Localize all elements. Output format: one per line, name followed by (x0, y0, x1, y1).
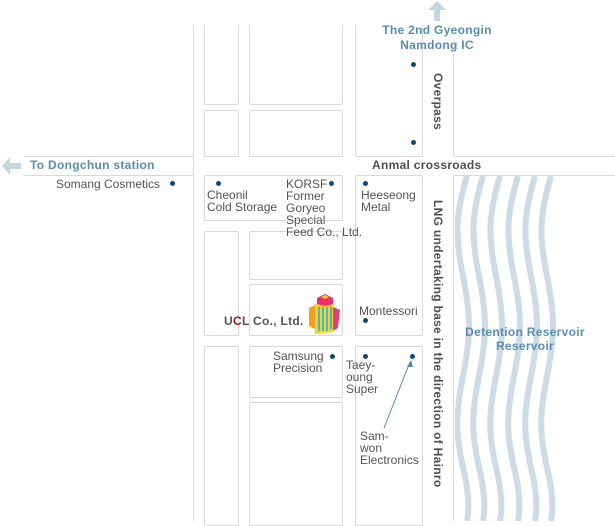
reservoir-wave (470, 176, 488, 521)
cheonil-label: Cheonil Cold Storage (207, 189, 277, 213)
taeyoung-line1: Taey- (346, 358, 376, 372)
location-dot-korsf (329, 181, 334, 186)
block-heeseong-montessori (355, 175, 423, 336)
korsf-line3: Goryeo (286, 201, 326, 215)
arrow-up-icon (428, 1, 446, 21)
samwon-line1: Sam- (360, 429, 389, 443)
reservoir-label-line2: Reservoir (495, 339, 555, 353)
location-dot-somang (170, 181, 175, 186)
montessori-label: Montessori (359, 304, 418, 318)
somang-cosmetics-label: Somang Cosmetics (56, 177, 161, 191)
block-taeyoung-samwon (355, 346, 423, 526)
road-edge-east-vertical-bottom (453, 175, 454, 521)
location-dot (411, 62, 416, 67)
heeseong-line1: Heeseong (361, 188, 416, 202)
ucl-prefix: U (224, 314, 233, 328)
arrow-left-icon (2, 157, 21, 175)
taeyoung-super-label: Taey- oung Super (346, 359, 378, 395)
taeyoung-line2: oung (346, 370, 373, 384)
location-dot-taeyoung (363, 354, 368, 359)
direction-north-label: The 2nd Gyeongin Namdong IC (372, 23, 502, 53)
korsf-line4: Special (286, 213, 326, 227)
cheonil-line1: Cheonil (207, 188, 248, 202)
detention-reservoir-waves (455, 176, 556, 521)
reservoir-wave (455, 176, 472, 521)
korsf-line5: Feed Co., Ltd. (286, 225, 363, 239)
road-edge-south-right (453, 175, 615, 176)
samwon-line2: won (360, 441, 383, 455)
reservoir-wave (538, 176, 556, 521)
heeseong-line2: Metal (361, 200, 391, 214)
block (249, 402, 343, 526)
block-samsung (249, 346, 343, 398)
location-dot-cheonil (216, 181, 221, 186)
reservoir-label: Detention Reservoir Reservoir (455, 325, 595, 353)
anmal-crossroads-label: Anmal crossroads (372, 158, 482, 172)
block (249, 231, 343, 280)
block (249, 110, 343, 157)
block-cheonil-korsf (204, 175, 343, 221)
road-edge-north-left (24, 156, 194, 157)
location-dot-samsung (330, 354, 335, 359)
samwon-line3: Electronics (360, 453, 419, 467)
block (204, 346, 239, 526)
block (249, 25, 343, 105)
road-edge-north-right (453, 156, 615, 157)
block (204, 25, 239, 105)
korsf-label: KORSF Former Goryeo Special Feed Co., Lt… (286, 178, 362, 238)
lng-road-label: LNG undertaking base in the direction of… (431, 200, 445, 488)
direction-west-label: To Dongchun station (30, 158, 155, 172)
samsung-line2: Precision (273, 361, 323, 375)
reservoir-wave (505, 176, 523, 521)
reservoir-wave (487, 176, 505, 521)
block (204, 110, 239, 157)
road-edge-east-vertical-top (453, 54, 454, 157)
location-dot-heeseong (363, 181, 368, 186)
samsung-line1: Samsung (273, 349, 324, 363)
ucl-highlight: C (232, 314, 242, 328)
road-edge-west-vertical (193, 25, 194, 521)
korsf-line2: Former (286, 189, 325, 203)
road-edge-south-left (24, 175, 194, 176)
samwon-electronics-label: Sam- won Electronics (360, 430, 419, 466)
location-dot-samwon (410, 354, 415, 359)
ucl-suffix: L Co., Ltd. (241, 314, 304, 328)
korsf-line1: KORSF (286, 177, 328, 191)
block (355, 25, 423, 157)
cheonil-line2: Cold Storage (207, 200, 278, 214)
reservoir-label-line1: Detention Reservoir (465, 325, 585, 339)
samsung-precision-label: Samsung Precision (273, 350, 324, 374)
taeyoung-line3: Super (346, 382, 379, 396)
overpass-label: Overpass (431, 73, 445, 131)
direction-north-line2: Namdong IC (400, 38, 474, 52)
building-icon[interactable] (307, 292, 341, 334)
block (204, 231, 239, 336)
samwon-pointer-arrow (383, 360, 413, 429)
location-dot-montessori (363, 318, 368, 323)
heeseong-metal-label: Heeseong Metal (361, 189, 416, 213)
location-dot (411, 140, 416, 145)
direction-north-line1: The 2nd Gyeongin (382, 23, 492, 37)
reservoir-wave (522, 176, 540, 521)
ucl-company-label[interactable]: UCL Co., Ltd. (224, 314, 304, 328)
